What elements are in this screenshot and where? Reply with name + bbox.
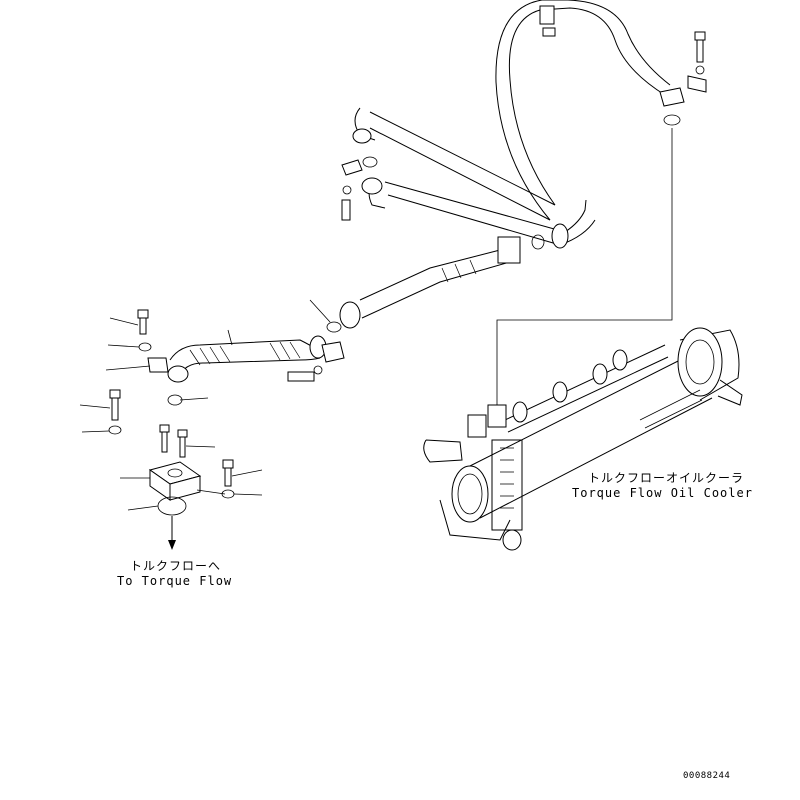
upper-clamp <box>539 5 555 25</box>
hose-left-end <box>167 365 189 383</box>
left-split-clamp <box>341 159 363 176</box>
bolt-right-top-head <box>694 31 706 41</box>
washer-left-upper <box>342 185 352 195</box>
bolt-e-head <box>177 429 188 438</box>
oil-cooler <box>423 128 743 551</box>
bolt-right-top <box>696 39 704 63</box>
cooler-port-2 <box>487 404 507 428</box>
left-lower-flange <box>361 177 383 195</box>
lower-left-flange <box>339 301 361 329</box>
bolt-f-head <box>222 459 234 469</box>
upper-clamp-bolt <box>542 27 556 37</box>
bolt-d <box>161 431 168 453</box>
bolt-b-head <box>109 389 121 399</box>
middle-oring <box>531 234 545 250</box>
bolt-d-head <box>159 424 170 433</box>
hose-assembly <box>167 335 345 383</box>
bolt-a <box>139 317 147 335</box>
cooler-right-end <box>677 327 723 397</box>
right-flange <box>659 87 685 107</box>
upper-pipe-assembly <box>326 0 707 333</box>
hose-bolt <box>287 371 315 382</box>
clamp-a <box>147 357 169 373</box>
right-split-clamp <box>687 75 707 93</box>
cooler-label-en: Torque Flow Oil Cooler <box>572 486 753 500</box>
diagonal-pipe-flange <box>497 236 521 264</box>
adapter-port <box>167 468 183 478</box>
left-upper-oring <box>362 156 378 168</box>
middle-flange <box>551 223 569 249</box>
left-upper-flange <box>352 128 372 144</box>
torque-flow-label-en: To Torque Flow <box>117 574 232 588</box>
drawing-number: 00088244 <box>683 771 730 781</box>
hose-washer <box>313 365 323 375</box>
adapter-right-face <box>169 475 201 501</box>
washer-right-top <box>695 65 705 75</box>
bolt-left-upper <box>341 199 351 221</box>
left-adapter-group <box>79 299 331 550</box>
torque-flow-label-jp: トルクフローへ <box>130 559 221 573</box>
cooler-bottom-flange <box>502 529 522 551</box>
washer-b <box>108 425 122 435</box>
hose-split-clamp <box>321 341 345 363</box>
bolt-b <box>111 397 119 421</box>
washer-a <box>138 342 152 352</box>
bolt-f <box>224 467 232 487</box>
bolt-a-head <box>137 309 149 319</box>
oring-c <box>167 394 183 406</box>
lower-left-oring <box>326 321 342 333</box>
right-oring <box>663 114 681 126</box>
cooler-label-jp: トルクフローオイルクーラ <box>588 471 744 485</box>
cooler-port-1 <box>467 414 487 438</box>
bolt-e <box>179 436 186 458</box>
arrow-down-icon <box>168 540 176 550</box>
